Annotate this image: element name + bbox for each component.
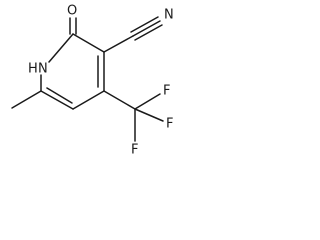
chemical-structure: O H N N F F F (11, 4, 174, 158)
bond-cn-triple-1 (132, 20, 161, 37)
bond-c6-methyl (11, 90, 42, 109)
atom-label-f1: F (163, 84, 170, 99)
atom-label-nitrile-n: N (164, 8, 174, 23)
bond-c3-cn (103, 35, 134, 53)
atom-label-nh-n: N (38, 62, 48, 77)
bond-c-f1 (134, 93, 161, 110)
bond-cn-triple-3 (134, 24, 163, 41)
atom-label-oxygen: O (67, 4, 77, 19)
bond-cn-triple-2 (130, 16, 159, 33)
bond-c2-c3 (72, 33, 105, 53)
bond-c4-cf3 (103, 90, 136, 110)
atom-label-f3: F (131, 143, 138, 158)
bond-c4-c5 (72, 90, 105, 110)
atom-label-nh-h: H (28, 62, 38, 77)
bond-c5-c6 (40, 90, 74, 110)
bond-c5-c6-inner (46, 87, 73, 104)
atom-label-f2: F (166, 117, 173, 132)
bond-n1-c2 (48, 33, 74, 63)
bond-c-f2 (134, 108, 164, 122)
